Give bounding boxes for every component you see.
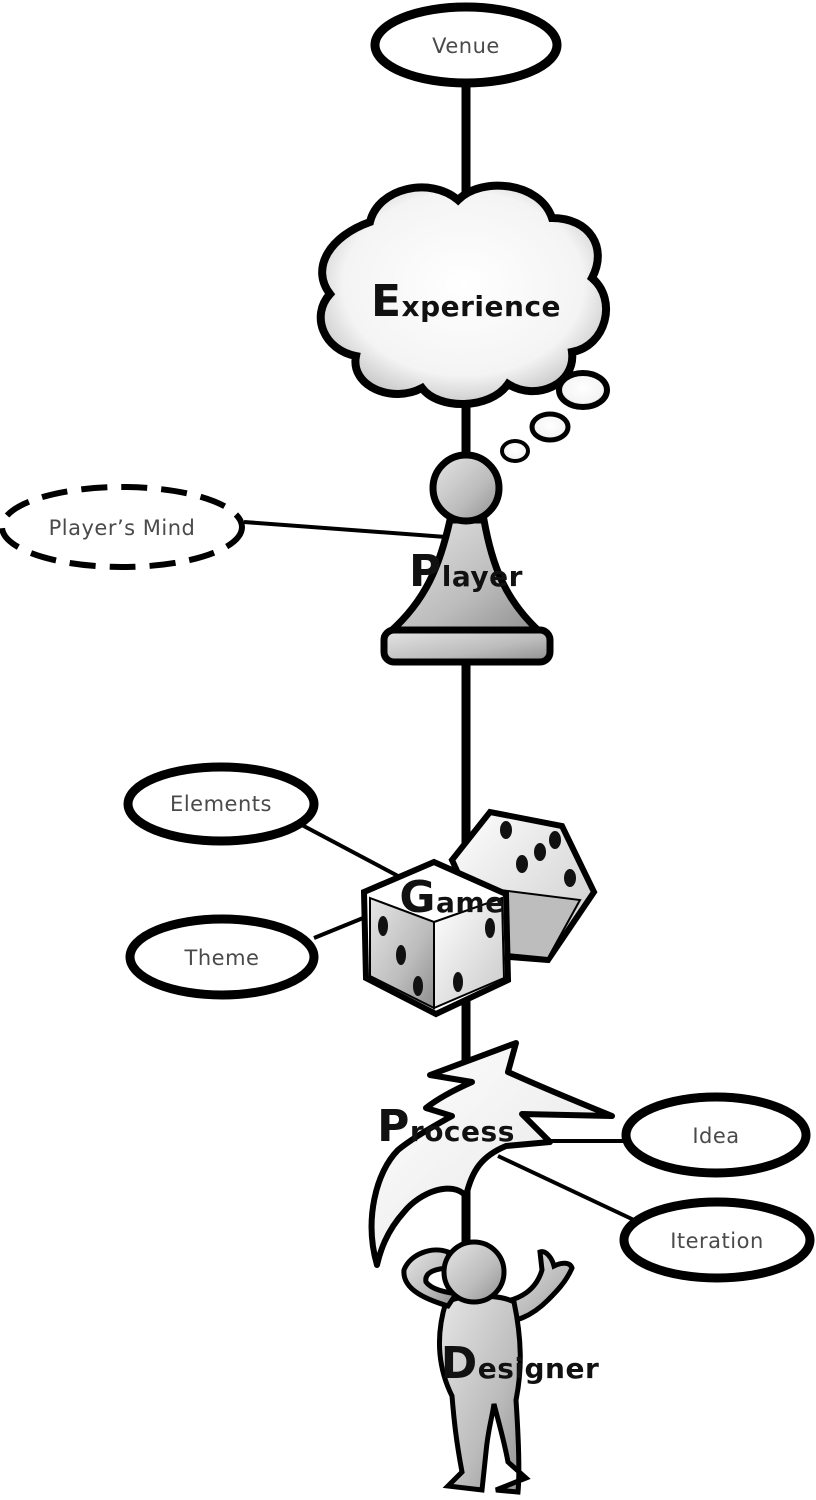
- person-thinking-icon: [401, 1239, 575, 1495]
- elements-node: Elements: [123, 762, 319, 846]
- game-label: Game: [399, 872, 504, 923]
- iteration-label: Iteration: [670, 1229, 764, 1253]
- lightning-icon: [368, 1040, 615, 1268]
- dice-icon: [360, 808, 598, 1018]
- process-node: Process: [368, 1040, 615, 1268]
- players-mind-node: Player’s Mind: [0, 484, 447, 570]
- iteration-node: Iteration: [619, 1197, 815, 1283]
- thought-cloud-icon: [316, 181, 611, 463]
- theme-node: Theme: [125, 914, 319, 1000]
- process-label: Process: [377, 1101, 515, 1152]
- theme-label: Theme: [184, 946, 260, 970]
- player-label: Player: [409, 546, 523, 597]
- elements-label: Elements: [170, 792, 272, 816]
- players-mind-label: Player’s Mind: [49, 516, 196, 540]
- experience-label: Experience: [371, 276, 561, 327]
- idea-label: Idea: [692, 1124, 739, 1148]
- venue-label: Venue: [432, 34, 500, 58]
- pawn-icon: [380, 451, 554, 666]
- venue-node: Venue: [370, 2, 562, 88]
- designer-label: Designer: [441, 1338, 600, 1389]
- designer-node: Designer: [401, 1239, 600, 1495]
- idea-node: Idea: [621, 1092, 811, 1178]
- game-node: Game: [360, 808, 598, 1018]
- experience-node: Experience: [316, 181, 611, 463]
- player-node: Player: [380, 451, 554, 666]
